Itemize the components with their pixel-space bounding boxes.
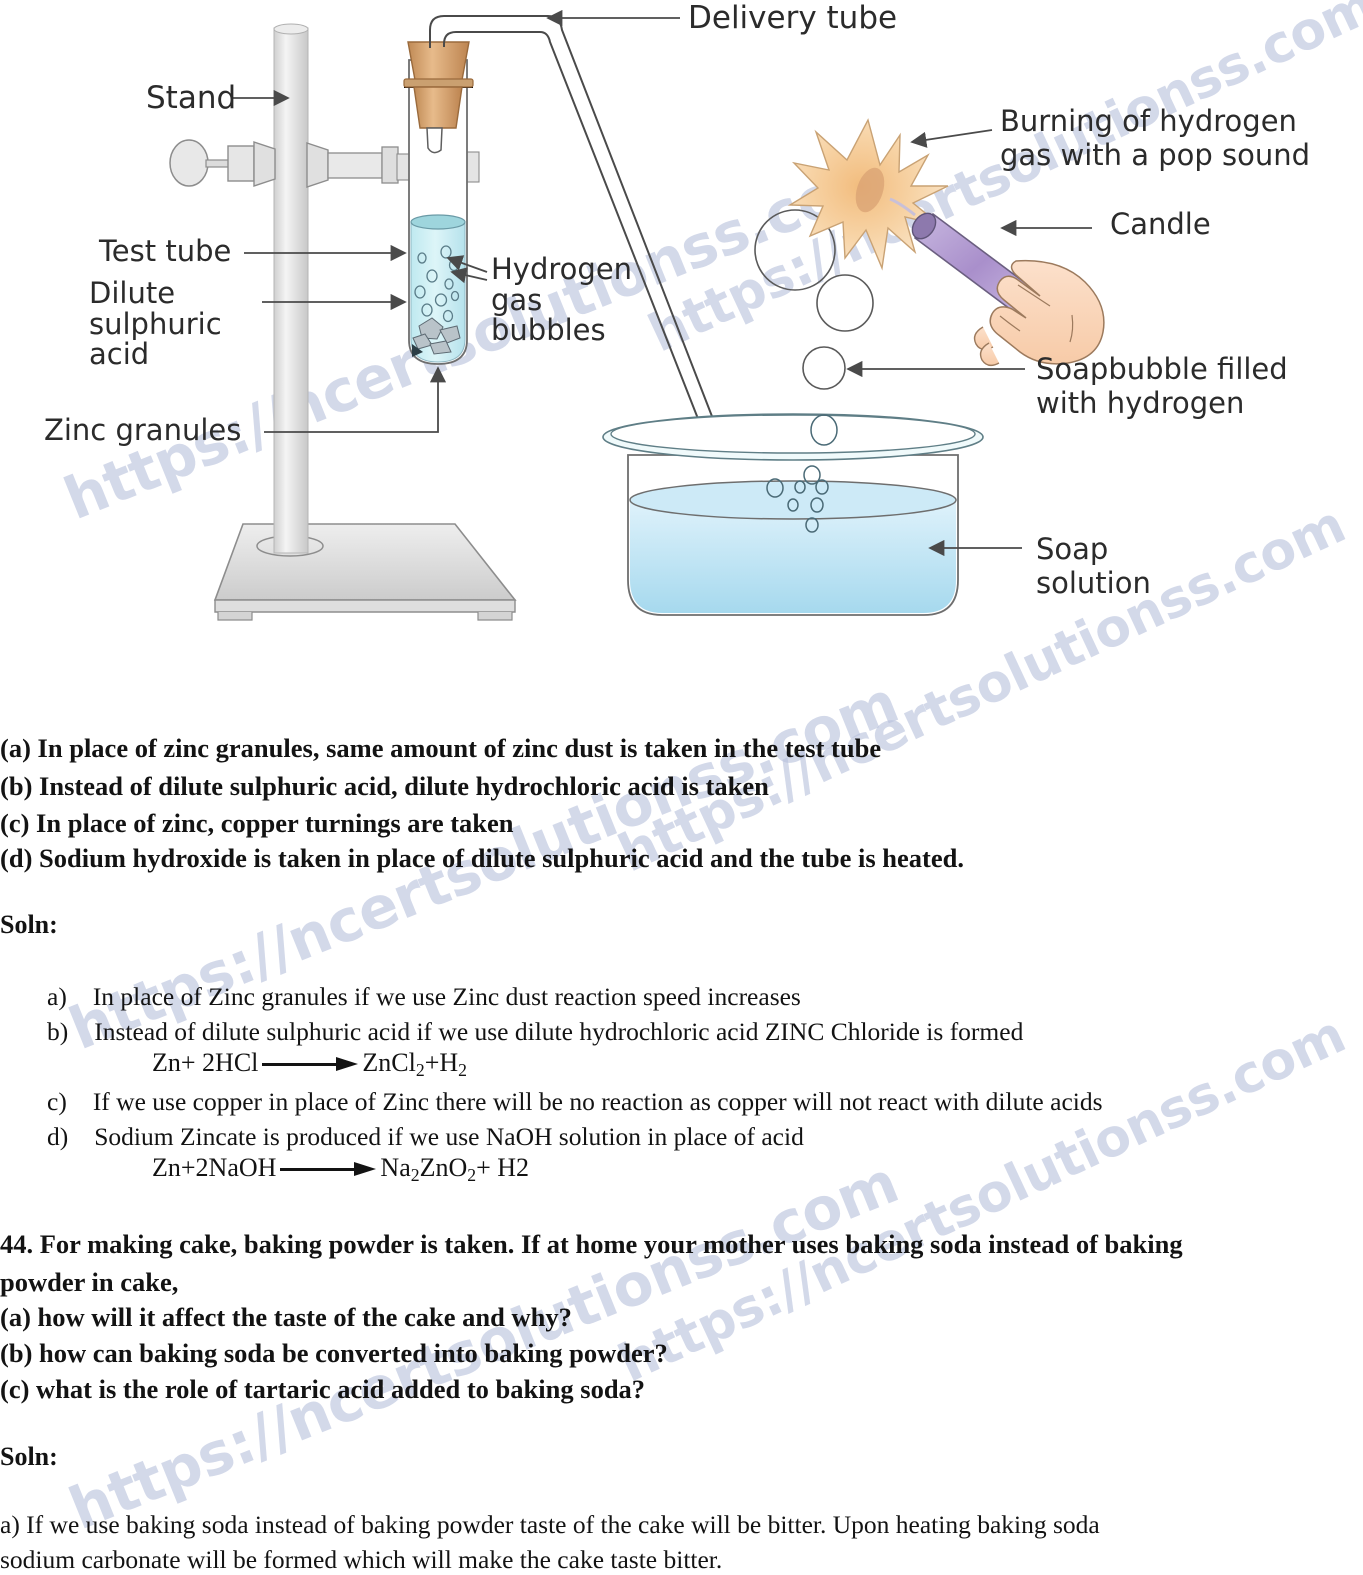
q44-soln-label: Soln: [0,1442,58,1471]
label-stand: Stand [146,80,237,116]
zinc-granules-shapes [412,317,461,355]
eq1-product-a: ZnCl [362,1048,416,1077]
q43-soln-label: Soln: [0,910,58,939]
eq1-reactants: Zn+ 2HCl [152,1048,259,1077]
q43-answer-a-marker: a) [47,982,67,1011]
watermark-6: https://ncertsolutionss.com [610,1004,1355,1395]
label-delivery-tube: Delivery tube [688,0,898,36]
eq1-product-b-sub: 2 [458,1059,467,1080]
q43-answer-a-text: In place of Zinc granules if we use Zinc… [92,982,801,1011]
stand-clamp [169,139,480,188]
hydrogen-experiment-diagram: Delivery tube Stand Test tube Dilute sul… [0,0,1363,640]
eq1-product-b: +H [424,1048,459,1077]
soap-solution-beaker [602,413,984,616]
floating-soap-bubbles [754,209,874,390]
label-hydrogen-gas-bubbles: Hydrogen gas bubbles [491,252,633,348]
q44-option-c: (c) what is the role of tartaric acid ad… [0,1374,646,1404]
eq1-product-a-sub: 2 [415,1059,425,1080]
q44-option-b: (b) how can baking soda be converted int… [0,1338,668,1368]
q43-answer-c-text: If we use copper in place of Zinc there … [92,1087,1103,1116]
label-burning-of-hydrogen: Burning of hydrogen gas with a pop sound [1000,104,1311,173]
q43-answer-b-marker: b) [47,1017,69,1046]
reaction-arrow-icon-2 [280,1162,377,1176]
q43-option-a: (a) In place of zinc granules, same amou… [0,733,882,763]
label-dilute-sulphuric-acid: Dilute sulphuric acid [89,276,222,372]
eq2-product-a-sub: 2 [410,1164,420,1185]
q44-heading-line-1: 44. For making cake, baking powder is ta… [0,1229,1183,1259]
cork-stopper [403,41,474,154]
q43-answer-d: d) Sodium Zincate is produced if we use … [47,1122,804,1152]
q43-option-c: (c) In place of zinc, copper turnings ar… [0,808,514,838]
leader-lines [232,9,1092,557]
eq2-product-c: + H2 [476,1153,530,1182]
q43-option-b: (b) Instead of dilute sulphuric acid, di… [0,771,769,801]
q43-answer-c-marker: c) [47,1087,67,1116]
label-test-tube: Test tube [99,234,232,268]
q43-answer-d-marker: d) [47,1122,69,1151]
q43-answer-b-text: Instead of dilute sulphuric acid if we u… [94,1017,1024,1046]
q44-answer-line-2: sodium carbonate will be formed which wi… [0,1545,723,1574]
q44-answer-line-1: a) If we use baking soda instead of baki… [0,1510,1100,1539]
reaction-arrow-icon [262,1057,359,1071]
burning-flame [787,118,949,271]
label-soap-solution: Soap solution [1036,532,1151,601]
q43-answer-b: b) Instead of dilute sulphuric acid if w… [47,1017,1023,1047]
eq2-product-a: Na [380,1153,411,1182]
eq2-reactants: Zn+2NaOH [152,1153,277,1182]
lab-stand [213,23,517,621]
q43-answer-a: a) In place of Zinc granules if we use Z… [47,982,801,1012]
label-soapbubble-filled: Soapbubble filled with hydrogen [1036,352,1288,421]
q43-option-d: (d) Sodium hydroxide is taken in place o… [0,843,964,873]
eq2-product-b-sub: 2 [467,1164,477,1185]
q44-option-a: (a) how will it affect the taste of the … [0,1302,572,1332]
q43-answer-d-text: Sodium Zincate is produced if we use NaO… [94,1122,804,1151]
label-candle: Candle [1110,207,1211,241]
q43-answer-c: c) If we use copper in place of Zinc the… [47,1087,1103,1117]
label-zinc-granules: Zinc granules [44,413,242,447]
eq2-product-b: ZnO [419,1153,468,1182]
hand [973,259,1105,367]
q44-heading-line-2: powder in cake, [0,1267,179,1297]
